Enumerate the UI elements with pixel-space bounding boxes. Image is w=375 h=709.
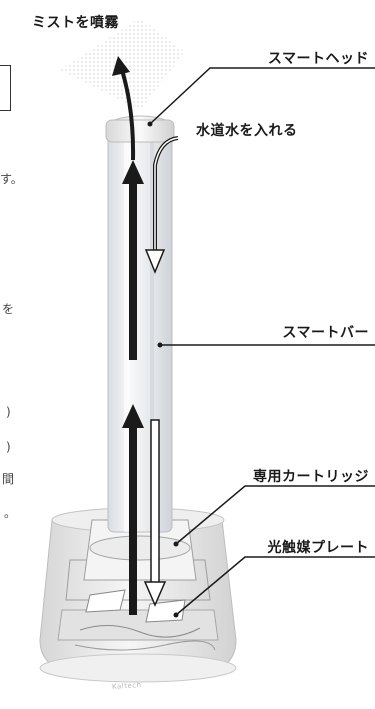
smart-head bbox=[105, 115, 175, 143]
leader-smart-head bbox=[149, 67, 375, 125]
label-mist: ミストを噴霧 bbox=[32, 15, 119, 31]
edge-fragment: 間 bbox=[2, 472, 15, 486]
label-cartridge: 専用カートリッジ bbox=[253, 469, 369, 485]
leader-lines bbox=[147, 67, 375, 618]
edge-fragment: を bbox=[2, 302, 15, 316]
upflow-arrow bbox=[122, 160, 144, 615]
leader-cartridge bbox=[175, 485, 375, 545]
edge-fragment: ) bbox=[6, 405, 11, 419]
smart-bar-tube bbox=[107, 131, 173, 533]
cartridge-body bbox=[83, 504, 197, 581]
leader-photocatalyst bbox=[175, 556, 375, 616]
label-tap-water: 水道水を入れる bbox=[196, 123, 298, 139]
mist-arrow bbox=[112, 56, 136, 161]
cutoff-box bbox=[0, 65, 11, 111]
downflow-arrow bbox=[143, 136, 179, 607]
edge-fragment: 。 bbox=[4, 506, 17, 520]
label-smart-head: スマートヘッド bbox=[267, 51, 369, 67]
label-photocatalyst: 光触媒プレート bbox=[267, 540, 369, 556]
label-smart-bar: スマートバー bbox=[282, 325, 369, 341]
edge-fragment: ) bbox=[6, 440, 11, 454]
edge-fragment: す。 bbox=[0, 172, 23, 186]
